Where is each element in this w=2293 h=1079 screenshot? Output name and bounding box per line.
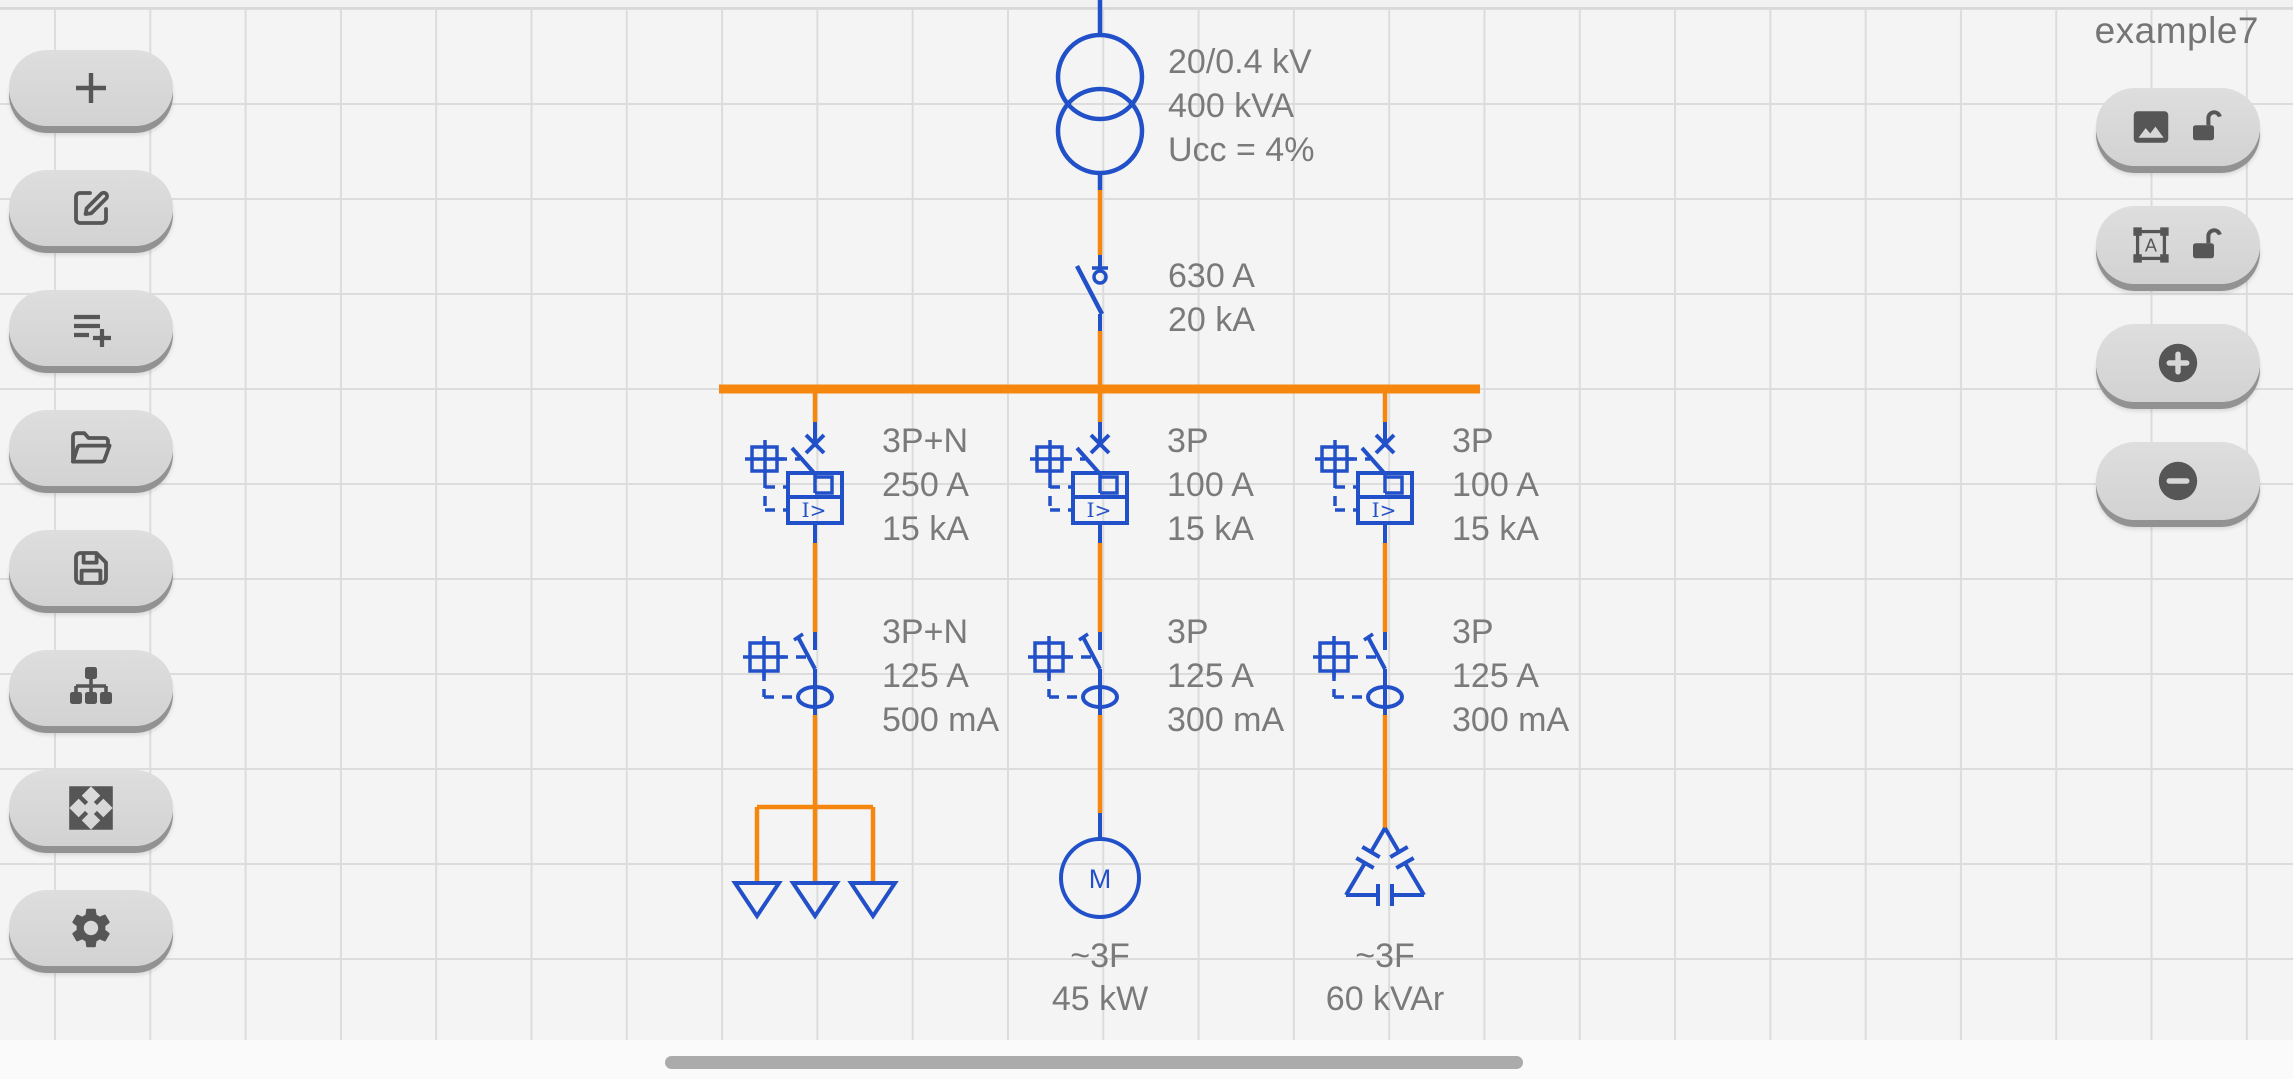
- unlock-icon: [2186, 224, 2228, 266]
- save-icon: [67, 544, 115, 592]
- rcd-label: 125 A: [882, 657, 969, 695]
- rcd-symbol[interactable]: [743, 632, 834, 715]
- feeder-breaker-symbol[interactable]: I>: [1030, 393, 1129, 632]
- open-project-button[interactable]: [9, 410, 173, 486]
- feeder-breaker-label: 3P: [1167, 422, 1209, 460]
- zoom-in-button[interactable]: [2096, 324, 2260, 402]
- lock-images-button[interactable]: [2096, 88, 2260, 166]
- rcd-label: 300 mA: [1452, 701, 1569, 739]
- edit-button[interactable]: [9, 170, 173, 246]
- feeder-breaker-label: 15 kA: [1167, 510, 1254, 548]
- edit-icon: [67, 184, 115, 232]
- rcd-symbol[interactable]: [1028, 632, 1119, 715]
- rcd-label: 125 A: [1452, 657, 1539, 695]
- trip-unit-text: I>: [1372, 498, 1397, 522]
- motor-letter: M: [1089, 864, 1112, 894]
- capacitor-bank-symbol[interactable]: [1344, 715, 1426, 906]
- transformer-symbol[interactable]: [1055, 0, 1145, 190]
- unlock-icon: [2186, 106, 2228, 148]
- feeder-breaker-symbol[interactable]: I>: [1315, 393, 1414, 632]
- expand-arrows-icon: [67, 784, 115, 832]
- rcd-label: 3P+N: [882, 613, 968, 651]
- svg-text:A: A: [2145, 235, 2158, 255]
- window-top-strip: [0, 0, 2293, 7]
- fit-to-screen-button[interactable]: [9, 770, 173, 846]
- trip-unit-text: I>: [802, 498, 827, 522]
- playlist-add-icon: [67, 304, 115, 352]
- feeder-breaker-label: 15 kA: [882, 510, 969, 548]
- zoom-out-button[interactable]: [2096, 442, 2260, 520]
- transformer-label: 400 kVA: [1168, 87, 1294, 125]
- rcd-label: 125 A: [1167, 657, 1254, 695]
- main-breaker-symbol[interactable]: [1075, 190, 1108, 387]
- project-title: example7: [2094, 10, 2259, 51]
- image-icon: [2128, 104, 2174, 150]
- minus-circle-icon: [2154, 457, 2202, 505]
- gear-icon: [67, 904, 115, 952]
- feeder-breaker-label: 3P: [1452, 422, 1494, 460]
- add-to-list-button[interactable]: [9, 290, 173, 366]
- rcd-label: 3P: [1167, 613, 1209, 651]
- add-button[interactable]: [9, 50, 173, 126]
- motor-load-label: 45 kW: [1052, 980, 1148, 1018]
- transformer-label: Ucc = 4%: [1168, 131, 1314, 169]
- plus-circle-icon: [2154, 339, 2202, 387]
- feeder-breaker-label: 100 A: [1167, 466, 1254, 504]
- rcd-label: 500 mA: [882, 701, 999, 739]
- schematic-tree-button[interactable]: [9, 650, 173, 726]
- transformer-label: 20/0.4 kV: [1168, 43, 1312, 81]
- folder-open-icon: [67, 424, 115, 472]
- sitemap-icon: [67, 664, 115, 712]
- rcd-label: 300 mA: [1167, 701, 1284, 739]
- plus-icon: [67, 64, 115, 112]
- feeder-breaker-label: 250 A: [882, 466, 969, 504]
- motor-load-label: ~3F: [1070, 937, 1130, 975]
- lock-labels-button[interactable]: A: [2096, 206, 2260, 284]
- diagram-canvas[interactable]: [0, 9, 2293, 1040]
- horizontal-scrollbar[interactable]: [665, 1056, 1523, 1069]
- feeder-breaker-label: 3P+N: [882, 422, 968, 460]
- save-project-button[interactable]: [9, 530, 173, 606]
- feeder-breaker-label: 15 kA: [1452, 510, 1539, 548]
- settings-button[interactable]: [9, 890, 173, 966]
- rcd-symbol[interactable]: [1313, 632, 1404, 715]
- rcd-label: 3P: [1452, 613, 1494, 651]
- outgoing-feeders-symbol[interactable]: [731, 715, 899, 920]
- capacitor-load-label: ~3F: [1355, 937, 1415, 975]
- capacitor-load-label: 60 kVAr: [1326, 980, 1444, 1018]
- feeder-breaker-symbol[interactable]: I>: [745, 393, 844, 632]
- main-breaker-label: 630 A: [1168, 257, 1255, 295]
- trip-unit-text: I>: [1087, 498, 1112, 522]
- main-breaker-label: 20 kA: [1168, 301, 1255, 339]
- feeder-breaker-label: 100 A: [1452, 466, 1539, 504]
- motor-symbol[interactable]: M: [1059, 715, 1141, 919]
- text-select-icon: A: [2128, 222, 2174, 268]
- canvas-top-border: [0, 7, 2293, 9]
